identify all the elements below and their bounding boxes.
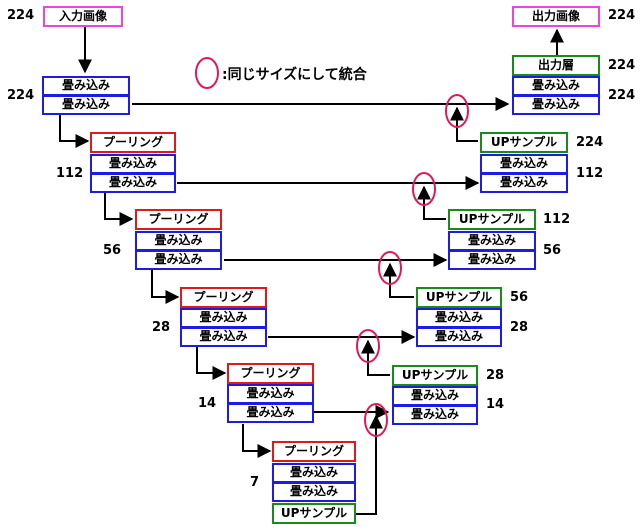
enc3-size: 56 [103,243,122,258]
bottleneck-upsample: UPサンプル [272,503,356,524]
enc4-conv2: 畳み込み [180,327,267,347]
enc5-pool: プーリング [227,363,314,384]
dec2-conv1: 畳み込み [480,154,568,174]
step-enc-2 [104,192,134,226]
enc1-size: 224 [7,88,35,103]
dec5-conv2: 畳み込み [392,405,478,425]
bottleneck-pool: プーリング [272,441,356,462]
input-image-box: 入力画像 [43,6,123,27]
up-path-14 [356,414,383,515]
dec2-size: 112 [576,166,604,181]
enc2-pool: プーリング [90,132,176,153]
dec4-conv1: 畳み込み [416,308,502,328]
input-size: 224 [7,8,35,23]
up-path-28 [361,339,390,376]
dec4-conv2: 畳み込み [416,327,502,347]
merge-marker-28 [356,329,380,363]
dec1-upsample: UPサンプル [480,132,568,153]
enc5-conv1: 畳み込み [227,384,314,404]
dec3-upsample: UPサンプル [416,287,502,308]
enc5-size: 14 [198,396,217,411]
enc4-pool: プーリング [180,287,267,308]
dec3-upsample-size: 56 [510,290,529,305]
bottleneck-conv2: 畳み込み [272,482,356,502]
dec1-upsample-size: 224 [576,135,604,150]
dec4-upsample-size: 28 [486,368,505,383]
step-enc-4 [196,346,227,380]
step-enc-5 [242,424,272,458]
legend-marker-icon [195,57,219,89]
dec2-conv2: 畳み込み [480,173,568,193]
merge-marker-56 [378,251,402,285]
output-size: 224 [608,8,636,23]
merge-marker-14 [364,403,388,437]
enc2-conv1: 畳み込み [90,154,176,174]
enc4-conv1: 畳み込み [180,308,267,328]
dec3-size: 56 [543,243,562,258]
enc4-size: 28 [152,320,171,335]
dec1-size: 224 [608,88,636,103]
enc2-size: 112 [56,166,84,181]
step-enc-3 [151,270,180,304]
dec1-conv1: 畳み込み [512,76,600,96]
up-path-224 [450,106,478,142]
dec5-conv1: 畳み込み [392,386,478,406]
dec3-conv2: 畳み込み [448,250,536,270]
enc2-conv2: 畳み込み [90,173,176,193]
up-path-56 [383,262,414,298]
enc5-conv2: 畳み込み [227,403,314,423]
enc3-conv1: 畳み込み [135,231,222,251]
output-image-box: 出力画像 [512,6,600,27]
output-layer-size: 224 [608,58,636,73]
up-path-112 [417,185,446,220]
dec2-upsample: UPサンプル [448,209,536,230]
merge-marker-112 [412,172,436,206]
dec3-conv1: 畳み込み [448,231,536,251]
enc3-pool: プーリング [135,209,222,230]
enc1-conv2: 畳み込み [42,95,130,115]
dec5-size: 14 [486,397,505,412]
dec2-upsample-size: 112 [543,212,571,227]
dec1-conv2: 畳み込み [512,95,600,115]
enc1-conv1: 畳み込み [42,76,130,96]
bottleneck-size: 7 [250,475,260,490]
merge-marker-224 [445,94,469,128]
dec4-upsample: UPサンプル [392,365,478,386]
dec4-size: 28 [510,320,529,335]
enc3-conv2: 畳み込み [135,250,222,270]
bottleneck-conv1: 畳み込み [272,463,356,483]
output-layer-box: 出力層 [512,55,600,76]
legend-text: :同じサイズにして統合 [222,67,367,83]
step-enc-1 [59,115,90,148]
